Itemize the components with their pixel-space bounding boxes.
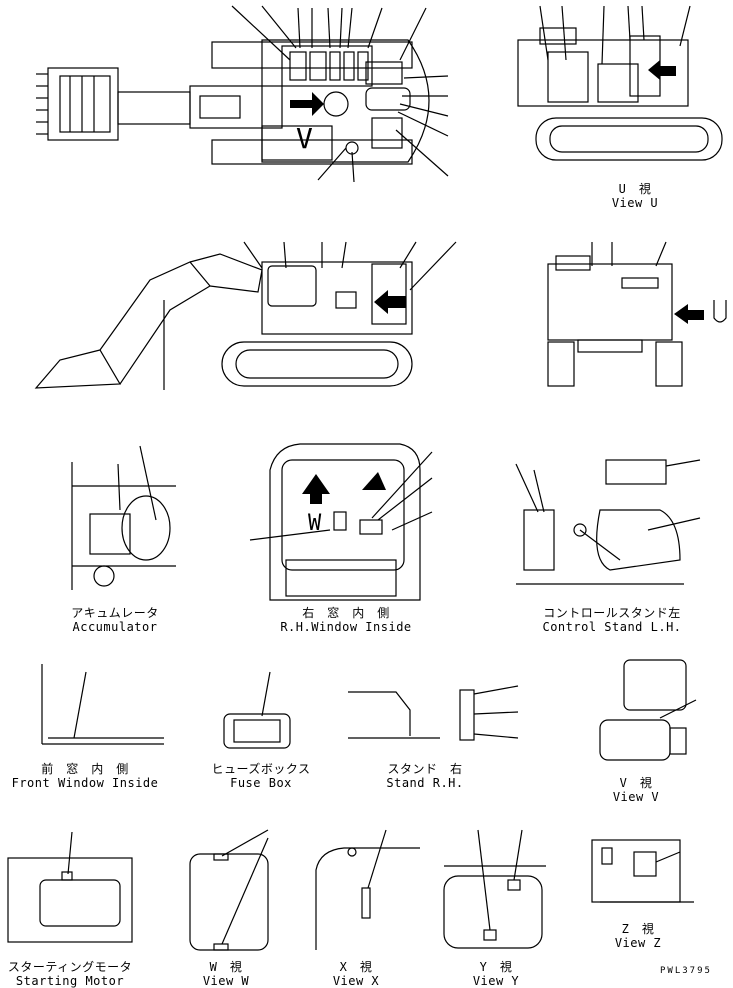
view-y-drawing: [443, 829, 546, 949]
view-z-caption-jp: Z 視: [621, 922, 655, 936]
view-x-drawing: [315, 829, 420, 950]
view-z-caption-en: View Z: [614, 936, 662, 950]
front-window-caption: 前 窓 内 側 Front Window Inside: [0, 762, 170, 790]
rear-view: [547, 241, 727, 387]
stand-rh-caption-jp: スタンド 右: [387, 762, 463, 776]
control-stand-caption: コントロールスタンド左 Control Stand L.H.: [522, 606, 702, 634]
front-window-caption-jp: 前 窓 内 側: [41, 762, 129, 776]
fuse-box-caption-jp: ヒューズボックス: [211, 762, 311, 776]
control-stand-caption-en: Control Stand L.H.: [542, 620, 682, 634]
view-y-caption: Y 視 View Y: [456, 960, 536, 988]
accumulator-caption-jp: アキュムレータ: [71, 606, 159, 620]
side-elevation-view: [34, 241, 457, 390]
control-stand-caption-jp: コントロールスタンド左: [543, 606, 681, 620]
view-y-caption-en: View Y: [472, 974, 520, 988]
view-u-caption-jp: U 視: [618, 182, 652, 196]
drawing-reference-number: PWL3795: [660, 966, 712, 976]
stand-rh-view: [348, 685, 519, 741]
view-w-caption: W 視 View W: [186, 960, 266, 988]
bucket-top: [36, 67, 119, 141]
control-stand-view: [515, 459, 701, 585]
view-w-caption-en: View W: [202, 974, 250, 988]
view-z-caption: Z 視 View Z: [598, 922, 678, 950]
view-u-caption-en: View U: [611, 196, 659, 210]
fuse-box-caption-en: Fuse Box: [230, 776, 292, 790]
top-plan-view: V: [36, 5, 449, 183]
fuse-box-view: [223, 671, 291, 749]
rh-window-caption: 右 窓 内 側 R.H.Window Inside: [266, 606, 426, 634]
view-x-caption: X 視 View X: [316, 960, 396, 988]
view-y-caption-jp: Y 視: [479, 960, 513, 974]
front-window-caption-en: Front Window Inside: [11, 776, 159, 790]
view-v-caption: V 視 View V: [586, 776, 686, 804]
accumulator-caption: アキュムレータ Accumulator: [50, 606, 180, 634]
view-v-caption-jp: V 視: [619, 776, 653, 790]
stand-rh-caption: スタンド 右 Stand R.H.: [370, 762, 480, 790]
starting-motor-caption-en: Starting Motor: [15, 974, 125, 988]
view-u-caption: U 視 View U: [580, 182, 690, 210]
view-u-drawing: [517, 5, 723, 161]
stand-rh-caption-en: Stand R.H.: [386, 776, 464, 790]
view-x-caption-en: View X: [332, 974, 380, 988]
rh-window-view: W: [249, 443, 433, 601]
front-window-view: [41, 664, 164, 745]
view-x-caption-jp: X 視: [339, 960, 373, 974]
starting-motor-view: [7, 831, 133, 943]
rh-window-caption-jp: 右 窓 内 側: [302, 606, 390, 620]
view-w-drawing: [189, 829, 269, 951]
accumulator-caption-en: Accumulator: [72, 620, 158, 634]
view-v-caption-en: View V: [612, 790, 660, 804]
accumulator-view: [71, 445, 176, 590]
starting-motor-caption-jp: スターティングモータ: [7, 960, 133, 974]
view-v-letter: V: [296, 122, 313, 155]
view-w-letter: W: [308, 511, 322, 536]
view-w-caption-jp: W 視: [209, 960, 243, 974]
view-z-drawing: [591, 839, 694, 903]
rh-window-caption-en: R.H.Window Inside: [280, 620, 412, 634]
fuse-box-caption: ヒューズボックス Fuse Box: [196, 762, 326, 790]
starting-motor-caption: スターティングモータ Starting Motor: [0, 960, 140, 988]
view-v-drawing: [599, 659, 697, 761]
